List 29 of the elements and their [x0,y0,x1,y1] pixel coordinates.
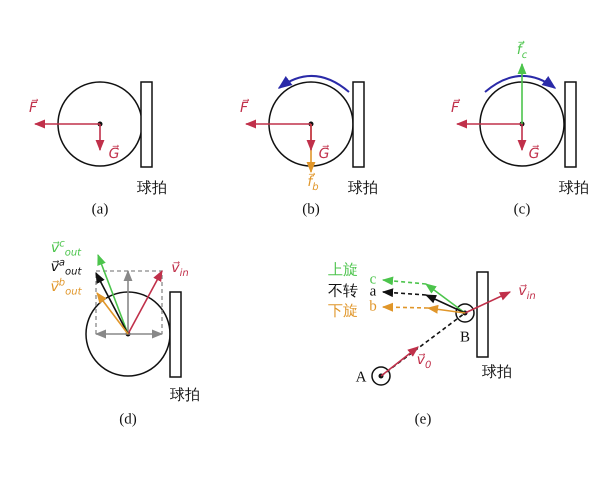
trajectory-label: c [370,272,376,288]
panel-label: (a) [92,202,108,218]
racket-label: 球拍 [348,180,378,196]
racket-label: 球拍 [137,180,167,196]
racket-label: 球拍 [170,388,200,402]
panel-label: (d) [119,412,137,428]
point-label: B [460,330,470,346]
vector-label: v⃗$_{in}$ [518,284,536,302]
panel-label: (e) [414,412,432,428]
vector-label: F⃗ [240,101,248,115]
spin-label: 不转 [328,284,358,298]
trajectory-label: b [369,300,377,314]
vector-label: f⃗$_{c}$ [516,43,528,61]
racket-label: 球拍 [559,180,589,196]
racket-label: 球拍 [482,364,512,380]
panel-label: (b) [302,202,320,218]
vector-label: G⃗ [318,147,330,161]
point-label: A [356,370,366,386]
vector-label: G⃗ [108,147,120,161]
vector-label: v⃗$_{in}$ [171,261,189,279]
spin-label: 上旋 [328,262,358,278]
vector-label: v⃗$_{0}$ [416,353,432,371]
panel-label: (c) [514,202,530,218]
vector-label: f⃗$_{b}$ [307,175,319,193]
vector-label: G⃗ [528,147,540,161]
trajectory-label: a [370,284,376,300]
vector-label: F⃗ [28,101,38,115]
vector-label: F⃗ [450,101,460,115]
spin-label: 下旋 [328,304,358,318]
